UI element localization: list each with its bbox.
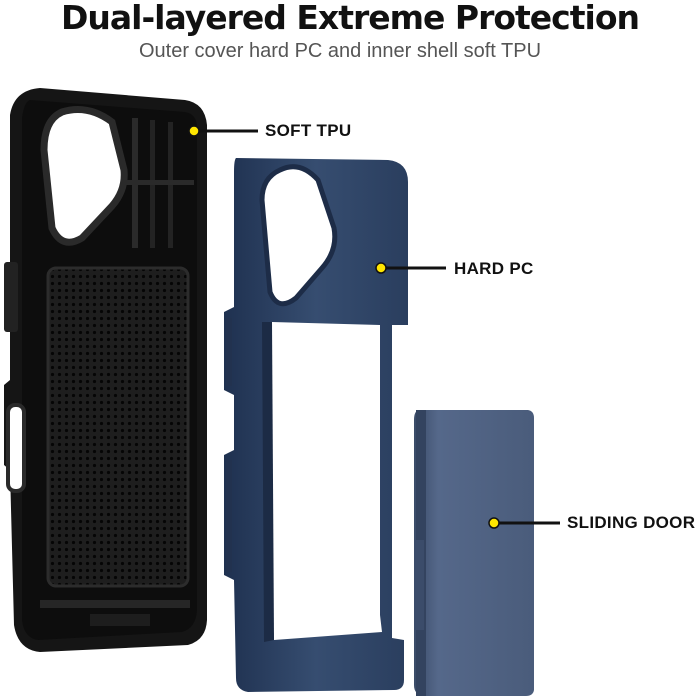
headline: Dual-layered Extreme Protection (60, 0, 640, 37)
callout-hard-pc-pointer (375, 262, 446, 274)
callout-sliding-door-pointer (488, 517, 560, 529)
sliding-door (414, 410, 534, 696)
label-hard-pc: HARD PC (454, 259, 534, 278)
label-soft-tpu: SOFT TPU (265, 121, 352, 140)
label-sliding-door: SLIDING DOOR (567, 513, 696, 532)
soft-tpu-shell (4, 88, 207, 652)
callout-soft-tpu-pointer (188, 125, 258, 137)
subheadline: Outer cover hard PC and inner shell soft… (138, 40, 542, 62)
hard-pc-frame (224, 158, 408, 692)
